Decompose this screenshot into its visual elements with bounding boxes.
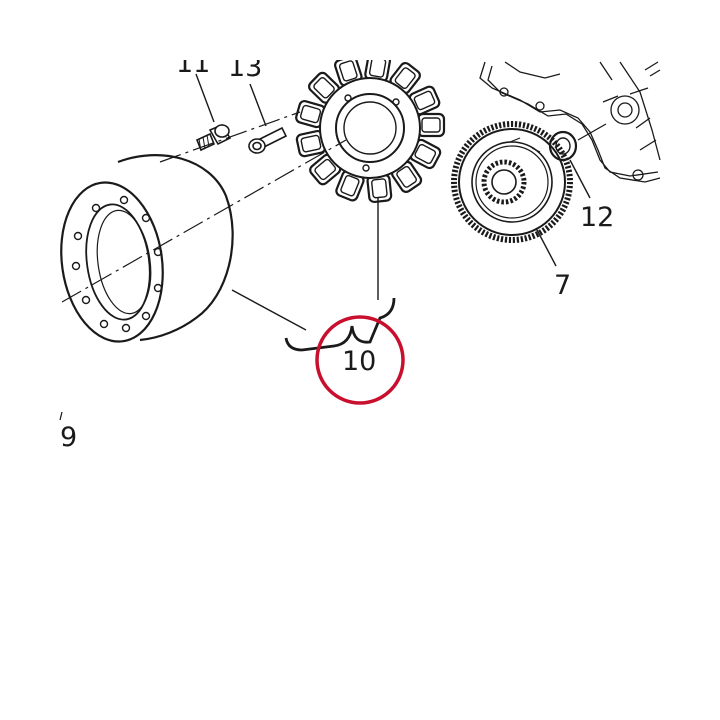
leader-line-13 bbox=[249, 83, 267, 127]
callout-7: 7 bbox=[554, 270, 571, 301]
crankcase-cover bbox=[479, 61, 661, 183]
callout-9: 9 bbox=[60, 422, 77, 453]
assembly-bracket bbox=[284, 297, 396, 352]
leader-line-9 bbox=[59, 411, 63, 421]
top-crop bbox=[0, 0, 720, 60]
axis-line-bolts bbox=[159, 111, 301, 163]
leader-line-11 bbox=[195, 73, 215, 123]
highlight-circle bbox=[315, 315, 405, 405]
leader-line-12 bbox=[569, 159, 591, 199]
bolt-part-13 bbox=[248, 126, 288, 154]
callout-12: 12 bbox=[580, 202, 614, 233]
leader-line-7 bbox=[535, 227, 557, 267]
gear-part-7 bbox=[451, 121, 573, 243]
axis-line-washer bbox=[577, 123, 607, 141]
rotor-bolt-holes bbox=[71, 195, 163, 333]
rotor-part-9 bbox=[60, 154, 234, 343]
leader-line-rotor bbox=[231, 289, 307, 331]
axis-line-rotor bbox=[61, 139, 347, 303]
callout-10: 10 bbox=[342, 346, 376, 377]
stator-part-10 bbox=[295, 52, 446, 204]
